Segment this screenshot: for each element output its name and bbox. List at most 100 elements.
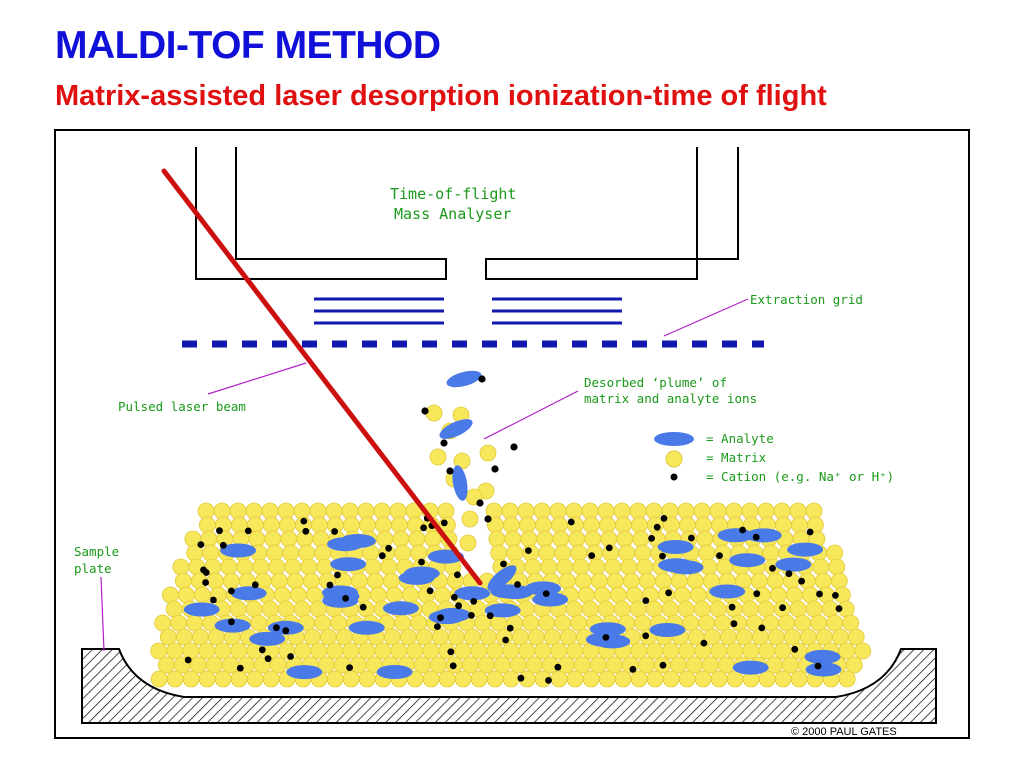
analyte-particle (214, 618, 251, 633)
cation-particle (228, 587, 235, 595)
cation-particle (659, 661, 667, 669)
page-subtitle: Matrix-assisted laser desorption ionizat… (55, 80, 827, 112)
matrix-particle (454, 642, 472, 660)
matrix-particle (175, 628, 193, 646)
cation-particle (454, 571, 461, 579)
cation-particle (326, 581, 334, 589)
matrix-particle (568, 530, 586, 548)
plume-matrix-particle (459, 534, 477, 552)
matrix-particle (517, 600, 535, 618)
matrix-particle (262, 516, 280, 534)
matrix-particle (165, 600, 183, 618)
matrix-particle (202, 544, 220, 562)
matrix-particle (566, 642, 584, 660)
matrix-particle (605, 656, 623, 674)
matrix-particle (589, 656, 607, 674)
matrix-particle (205, 656, 223, 674)
matrix-particle (406, 516, 424, 534)
cation-particle (816, 590, 823, 598)
matrix-particle (364, 558, 382, 576)
matrix-particle (280, 530, 298, 548)
matrix-particle (566, 670, 584, 688)
cation-particle (216, 527, 223, 535)
matrix-particle (502, 670, 520, 688)
matrix-particle (376, 530, 394, 548)
matrix-particle (479, 628, 497, 646)
matrix-particle (786, 586, 803, 604)
matrix-particle (305, 586, 323, 604)
matrix-particle (189, 656, 207, 674)
cation-particle (791, 645, 799, 653)
matrix-particle (717, 656, 735, 674)
matrix-particle (433, 586, 451, 604)
matrix-particle (574, 572, 592, 590)
matrix-particle (520, 530, 538, 548)
matrix-particle (325, 502, 343, 520)
cation-particle (642, 632, 650, 640)
matrix-particle (511, 628, 529, 646)
matrix-particle (679, 516, 696, 534)
cation-particle (334, 571, 341, 579)
cation-particle (451, 593, 458, 601)
matrix-particle (172, 558, 190, 576)
matrix-particle (207, 628, 225, 646)
analyte-particle (649, 623, 686, 637)
matrix-particle (162, 586, 179, 604)
matrix-particle (524, 558, 542, 576)
plume-label-line1: Desorbed ‘plume’ of (584, 375, 727, 390)
matrix-particle (198, 670, 216, 688)
copyright-text: © 2000 PAUL GATES (791, 726, 897, 738)
matrix-particle (424, 530, 442, 548)
cation-particle (629, 665, 637, 673)
matrix-particle (765, 656, 783, 674)
matrix-particle (214, 642, 232, 660)
matrix-particle (757, 502, 775, 520)
matrix-particle (286, 572, 304, 590)
matrix-particle (229, 502, 247, 520)
matrix-particle (486, 642, 504, 660)
matrix-particle (248, 530, 266, 548)
matrix-particle (170, 614, 188, 632)
matrix-particle (789, 600, 807, 618)
cation-particle (251, 581, 259, 589)
matrix-particle (543, 628, 561, 646)
matrix-particle (422, 642, 440, 660)
analyte-particle (732, 660, 769, 675)
matrix-particle (277, 600, 295, 618)
plume-analyte-particle (487, 565, 517, 591)
matrix-particle (725, 502, 743, 520)
matrix-particle (198, 642, 216, 660)
matrix-particle (781, 656, 799, 674)
plume-cation-particle (440, 439, 448, 447)
matrix-particle (538, 614, 556, 632)
cation-particle (449, 662, 457, 670)
plume-cation-particle (484, 515, 492, 523)
matrix-particle (261, 502, 279, 520)
cation-particle (359, 603, 367, 611)
cation-particle (642, 597, 650, 604)
matrix-particle (310, 642, 328, 660)
matrix-particle (812, 558, 830, 576)
matrix-particle (415, 628, 433, 646)
cation-particle (779, 604, 786, 612)
matrix-particle (413, 656, 431, 674)
matrix-particle (154, 614, 172, 632)
matrix-particle (293, 502, 311, 520)
analyte-particle (525, 581, 561, 596)
matrix-particle (620, 558, 638, 576)
matrix-particle (268, 558, 286, 576)
matrix-particle (693, 502, 711, 520)
cation-particle (202, 569, 210, 576)
analyte-particle (348, 620, 385, 635)
matrix-particle (594, 586, 611, 604)
analyte-particle (376, 665, 413, 679)
matrix-particle (534, 516, 552, 534)
matrix-particle (394, 544, 412, 562)
matrix-particle (634, 614, 652, 632)
matrix-particle (556, 558, 574, 576)
matrix-particle (385, 586, 403, 604)
matrix-particle (252, 558, 270, 576)
matrix-particle (166, 670, 184, 688)
matrix-particle (678, 670, 696, 688)
cation-particle (300, 517, 308, 525)
